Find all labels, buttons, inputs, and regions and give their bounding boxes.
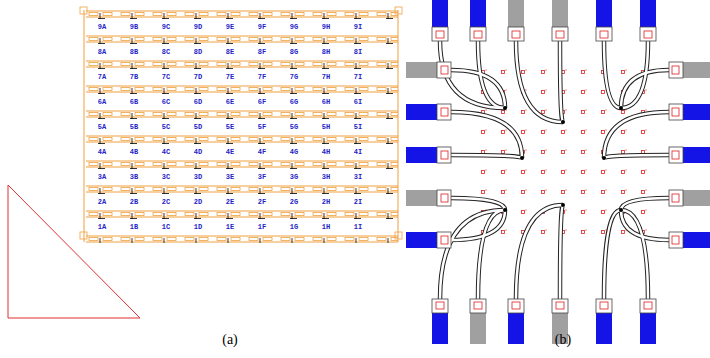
cell-label: 7G — [290, 73, 298, 81]
cell-label: 2B — [130, 198, 138, 206]
cell-label: 1A — [98, 223, 106, 231]
cell-label: 4A — [98, 148, 106, 156]
cell-label: 4C — [162, 148, 170, 156]
cell-label: 3E — [226, 173, 234, 181]
cell-label: 7D — [194, 73, 202, 81]
cell-label: 4B — [130, 148, 138, 156]
cell-label: 2C — [162, 198, 170, 206]
cell-label: 8C — [162, 48, 170, 56]
cell-label: 5H — [322, 123, 330, 131]
cell-label: 7H — [322, 73, 330, 81]
cell-label: 7B — [130, 73, 138, 81]
cell-label: 3C — [162, 173, 170, 181]
cell-label: 9F — [258, 23, 266, 31]
cell-label: 3I — [354, 173, 362, 181]
cell-label: 4E — [226, 148, 234, 156]
cell-label: 9I — [354, 23, 362, 31]
cell-label: 7A — [98, 73, 106, 81]
cell-label: 2D — [194, 198, 202, 206]
cell-label: 2I — [354, 198, 362, 206]
cell-label: 6C — [162, 98, 170, 106]
cell-label: 8E — [226, 48, 234, 56]
cell-label: 1F — [258, 223, 266, 231]
cell-label: 2E — [226, 198, 234, 206]
cell-label: 1E — [226, 223, 234, 231]
cell-label: 8A — [98, 48, 106, 56]
cell-label: 9C — [162, 23, 170, 31]
cell-label: 5A — [98, 123, 106, 131]
cell-label: 9A — [98, 23, 106, 31]
cell-label: 9H — [322, 23, 330, 31]
cell-label: 2A — [98, 198, 106, 206]
cell-label: 1I — [354, 223, 362, 231]
cell-label: 7F — [258, 73, 266, 81]
panel-label: (b) — [555, 332, 571, 348]
cell-label: 3A — [98, 173, 106, 181]
cell-label: 3G — [290, 173, 298, 181]
cell-label: 6G — [290, 98, 298, 106]
cell-label: 6B — [130, 98, 138, 106]
cell-label: 2H — [322, 198, 330, 206]
cell-label: 8D — [194, 48, 202, 56]
cell-label: 4F — [258, 148, 266, 156]
cell-label: 5B — [130, 123, 138, 131]
cell-label: 7I — [354, 73, 362, 81]
cell-label: 4H — [322, 148, 330, 156]
cell-label: 5D — [194, 123, 202, 131]
cell-label: 5E — [226, 123, 234, 131]
cell-label: 4D — [194, 148, 202, 156]
cell-label: 5G — [290, 123, 298, 131]
cell-label: 8H — [322, 48, 330, 56]
cell-label: 2G — [290, 198, 298, 206]
panel-label: (a) — [222, 332, 238, 348]
cell-label: 9D — [194, 23, 202, 31]
cell-label: 3D — [194, 173, 202, 181]
cell-label: 5I — [354, 123, 362, 131]
cell-label: 9G — [290, 23, 298, 31]
cell-label: 8I — [354, 48, 362, 56]
cell-label: 4G — [290, 148, 298, 156]
cell-label: 4I — [354, 148, 362, 156]
cell-label: 7C — [162, 73, 170, 81]
cell-label: 6D — [194, 98, 202, 106]
cell-label: 1C — [162, 223, 170, 231]
cell-label: 6I — [354, 98, 362, 106]
cell-label: 2F — [258, 198, 266, 206]
cell-label: 5C — [162, 123, 170, 131]
cell-label: 8B — [130, 48, 138, 56]
cell-label: 3F — [258, 173, 266, 181]
cell-label: 1G — [290, 223, 298, 231]
cell-label: 7E — [226, 73, 234, 81]
cell-label: 3B — [130, 173, 138, 181]
cell-label: 8F — [258, 48, 266, 56]
cell-label: 9E — [226, 23, 234, 31]
cell-label: 8G — [290, 48, 298, 56]
cell-label: 1D — [194, 223, 202, 231]
cell-label: 6H — [322, 98, 330, 106]
cell-label: 6E — [226, 98, 234, 106]
cell-label: 6F — [258, 98, 266, 106]
cell-label: 1B — [130, 223, 138, 231]
cell-label: 6A — [98, 98, 106, 106]
cell-label: 3H — [322, 173, 330, 181]
cell-label: 1H — [322, 223, 330, 231]
cell-label: 9B — [130, 23, 138, 31]
cell-label: 5F — [258, 123, 266, 131]
